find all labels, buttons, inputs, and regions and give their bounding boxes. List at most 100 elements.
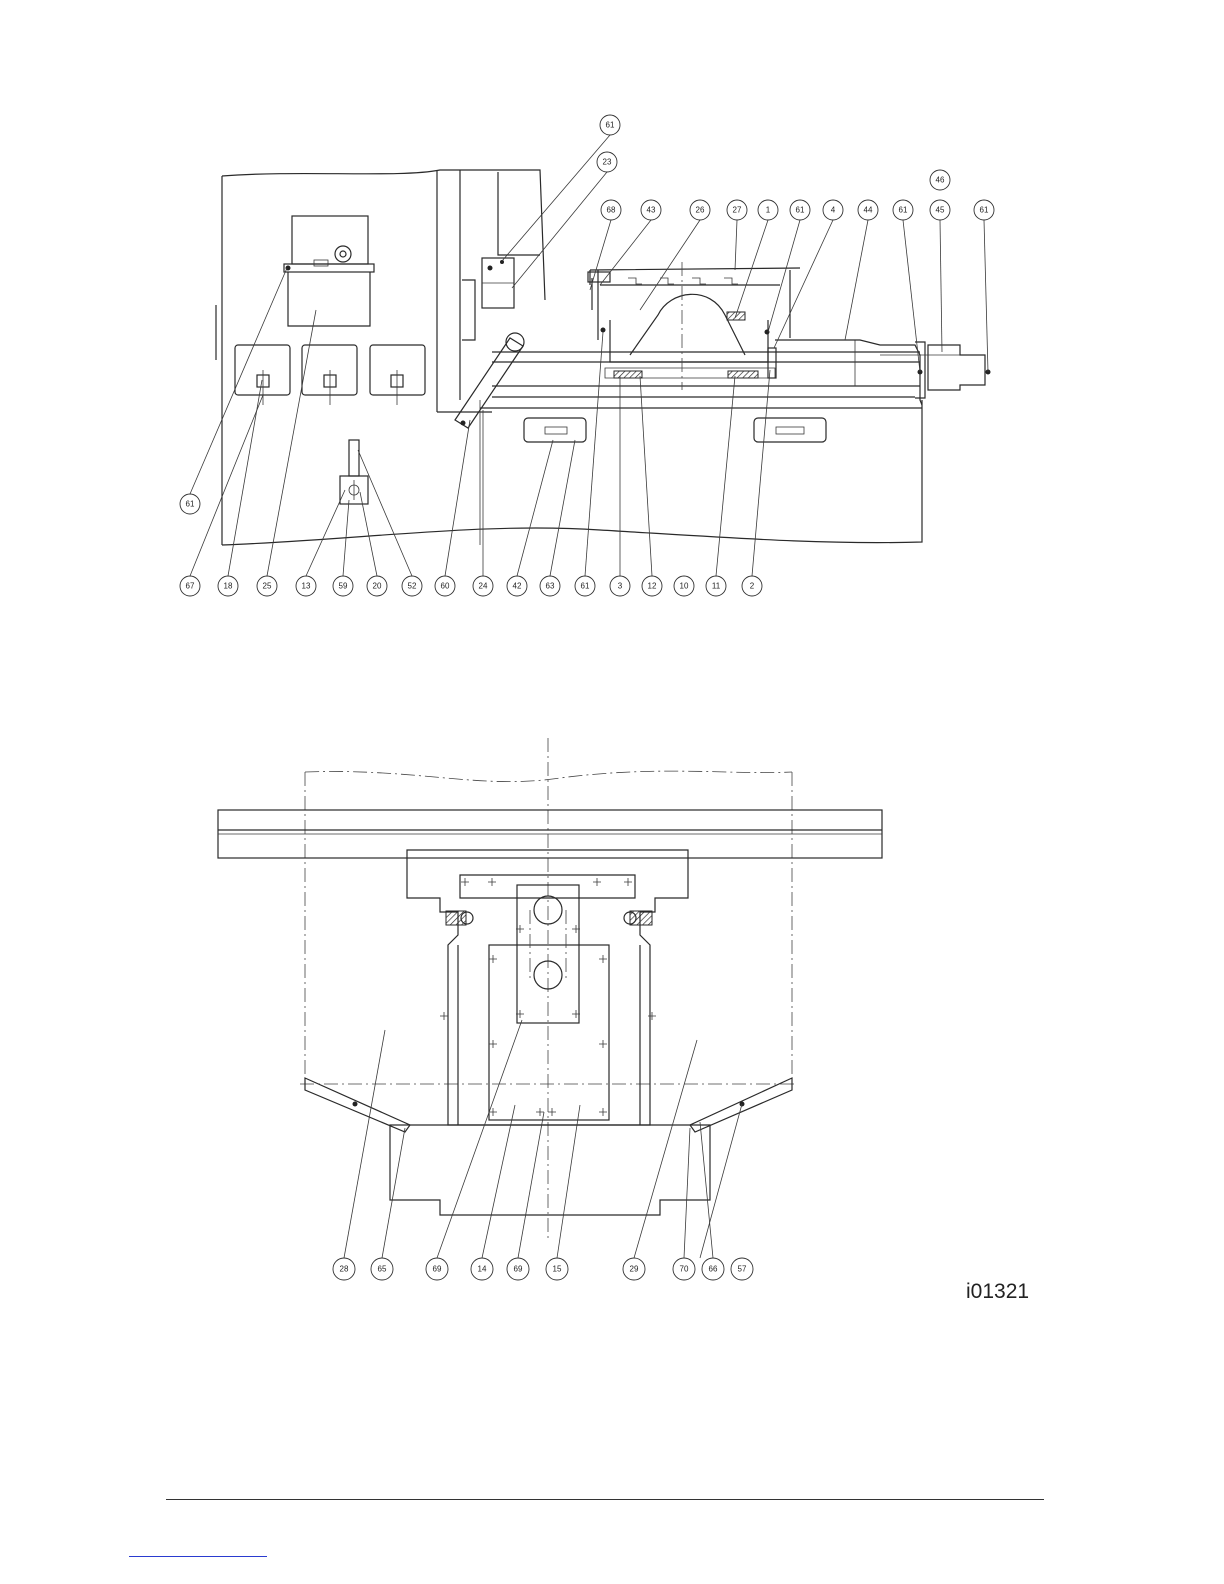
balloon-top-0: 61 bbox=[600, 115, 620, 135]
svg-text:61: 61 bbox=[186, 500, 195, 509]
balloon-top-2: 68 bbox=[601, 200, 621, 220]
bottom-view-balloons: 28 65 69 14 69 15 29 70 66 57 bbox=[333, 1258, 753, 1280]
svg-text:14: 14 bbox=[478, 1265, 487, 1274]
svg-text:70: 70 bbox=[680, 1265, 689, 1274]
svg-text:61: 61 bbox=[796, 206, 805, 215]
top-rail bbox=[218, 810, 882, 858]
label-plates bbox=[524, 418, 826, 442]
svg-text:66: 66 bbox=[709, 1265, 718, 1274]
balloon-top-15: 67 bbox=[180, 576, 200, 596]
svg-text:59: 59 bbox=[339, 582, 348, 591]
bottom-view-drawing bbox=[218, 738, 882, 1240]
balloon-top-29: 10 bbox=[674, 576, 694, 596]
table-carriage bbox=[588, 262, 800, 390]
svg-text:42: 42 bbox=[513, 582, 522, 591]
balloon-top-4: 26 bbox=[690, 200, 710, 220]
top-view-drawing bbox=[216, 170, 991, 545]
balloon-bottom-7: 70 bbox=[673, 1258, 695, 1280]
svg-text:25: 25 bbox=[263, 582, 272, 591]
balloon-top-1: 23 bbox=[597, 152, 617, 172]
balloon-bottom-3: 14 bbox=[471, 1258, 493, 1280]
svg-text:28: 28 bbox=[340, 1265, 349, 1274]
svg-text:69: 69 bbox=[433, 1265, 442, 1274]
balloon-bottom-6: 29 bbox=[623, 1258, 645, 1280]
balloon-top-17: 25 bbox=[257, 576, 277, 596]
svg-text:63: 63 bbox=[546, 582, 555, 591]
balloon-top-13: 61 bbox=[974, 200, 994, 220]
svg-text:43: 43 bbox=[647, 206, 656, 215]
balloon-bottom-0: 28 bbox=[333, 1258, 355, 1280]
valve-block bbox=[340, 440, 368, 504]
balloon-top-11: 46 bbox=[930, 170, 950, 190]
wipers bbox=[305, 1078, 792, 1132]
balloon-top-5: 27 bbox=[727, 200, 747, 220]
svg-text:2: 2 bbox=[750, 582, 755, 591]
balloon-bottom-4: 69 bbox=[507, 1258, 529, 1280]
bottom-view-leaders bbox=[344, 1020, 742, 1258]
balloon-top-30: 11 bbox=[706, 576, 726, 596]
svg-text:68: 68 bbox=[607, 206, 616, 215]
tail-assembly bbox=[775, 340, 991, 405]
svg-text:18: 18 bbox=[224, 582, 233, 591]
balloon-top-20: 20 bbox=[367, 576, 387, 596]
break-line bbox=[305, 771, 792, 781]
balloon-top-19: 59 bbox=[333, 576, 353, 596]
svg-text:12: 12 bbox=[648, 582, 657, 591]
balloon-top-28: 12 bbox=[642, 576, 662, 596]
balloon-top-27: 3 bbox=[610, 576, 630, 596]
svg-text:67: 67 bbox=[186, 582, 195, 591]
balloon-top-8: 4 bbox=[823, 200, 843, 220]
balloon-bottom-5: 15 bbox=[546, 1258, 568, 1280]
svg-text:24: 24 bbox=[479, 582, 488, 591]
balloon-top-12: 45 bbox=[930, 200, 950, 220]
balloon-top-6: 1 bbox=[758, 200, 778, 220]
balloon-top-16: 18 bbox=[218, 576, 238, 596]
balloon-top-3: 43 bbox=[641, 200, 661, 220]
balloon-bottom-1: 65 bbox=[371, 1258, 393, 1280]
base bbox=[390, 1125, 710, 1215]
footer-link-underline[interactable] bbox=[129, 1556, 267, 1557]
svg-text:44: 44 bbox=[864, 206, 873, 215]
balloon-bottom-8: 66 bbox=[702, 1258, 724, 1280]
balloon-top-10: 61 bbox=[893, 200, 913, 220]
balloon-top-21: 52 bbox=[402, 576, 422, 596]
bracket bbox=[482, 258, 514, 308]
svg-text:69: 69 bbox=[514, 1265, 523, 1274]
svg-text:61: 61 bbox=[980, 206, 989, 215]
balloon-top-9: 44 bbox=[858, 200, 878, 220]
figure-id: i01321 bbox=[966, 1280, 1029, 1304]
angled-arm bbox=[455, 333, 524, 428]
balloon-top-18: 13 bbox=[296, 576, 316, 596]
balloon-top-24: 42 bbox=[507, 576, 527, 596]
balloon-top-23: 24 bbox=[473, 576, 493, 596]
svg-text:61: 61 bbox=[606, 121, 615, 130]
balloon-top-7: 61 bbox=[790, 200, 810, 220]
svg-text:11: 11 bbox=[712, 582, 721, 591]
lubricator-tank bbox=[284, 216, 374, 326]
base-windows bbox=[235, 345, 425, 405]
svg-text:29: 29 bbox=[630, 1265, 639, 1274]
balloon-top-14: 61 bbox=[180, 494, 200, 514]
balloon-top-26: 61 bbox=[575, 576, 595, 596]
balloon-top-31: 2 bbox=[742, 576, 762, 596]
svg-text:65: 65 bbox=[378, 1265, 387, 1274]
svg-text:10: 10 bbox=[680, 582, 689, 591]
svg-text:3: 3 bbox=[618, 582, 623, 591]
svg-text:52: 52 bbox=[408, 582, 417, 591]
svg-text:45: 45 bbox=[936, 206, 945, 215]
svg-text:20: 20 bbox=[373, 582, 382, 591]
svg-text:57: 57 bbox=[738, 1265, 747, 1274]
svg-text:1: 1 bbox=[766, 206, 771, 215]
svg-text:61: 61 bbox=[581, 582, 590, 591]
svg-text:26: 26 bbox=[696, 206, 705, 215]
svg-text:13: 13 bbox=[302, 582, 311, 591]
balloon-bottom-9: 57 bbox=[731, 1258, 753, 1280]
balloon-top-22: 60 bbox=[435, 576, 455, 596]
svg-text:60: 60 bbox=[441, 582, 450, 591]
balloon-top-25: 63 bbox=[540, 576, 560, 596]
svg-text:46: 46 bbox=[936, 176, 945, 185]
machine-body-outline bbox=[222, 170, 922, 545]
svg-text:15: 15 bbox=[553, 1265, 562, 1274]
svg-text:61: 61 bbox=[899, 206, 908, 215]
